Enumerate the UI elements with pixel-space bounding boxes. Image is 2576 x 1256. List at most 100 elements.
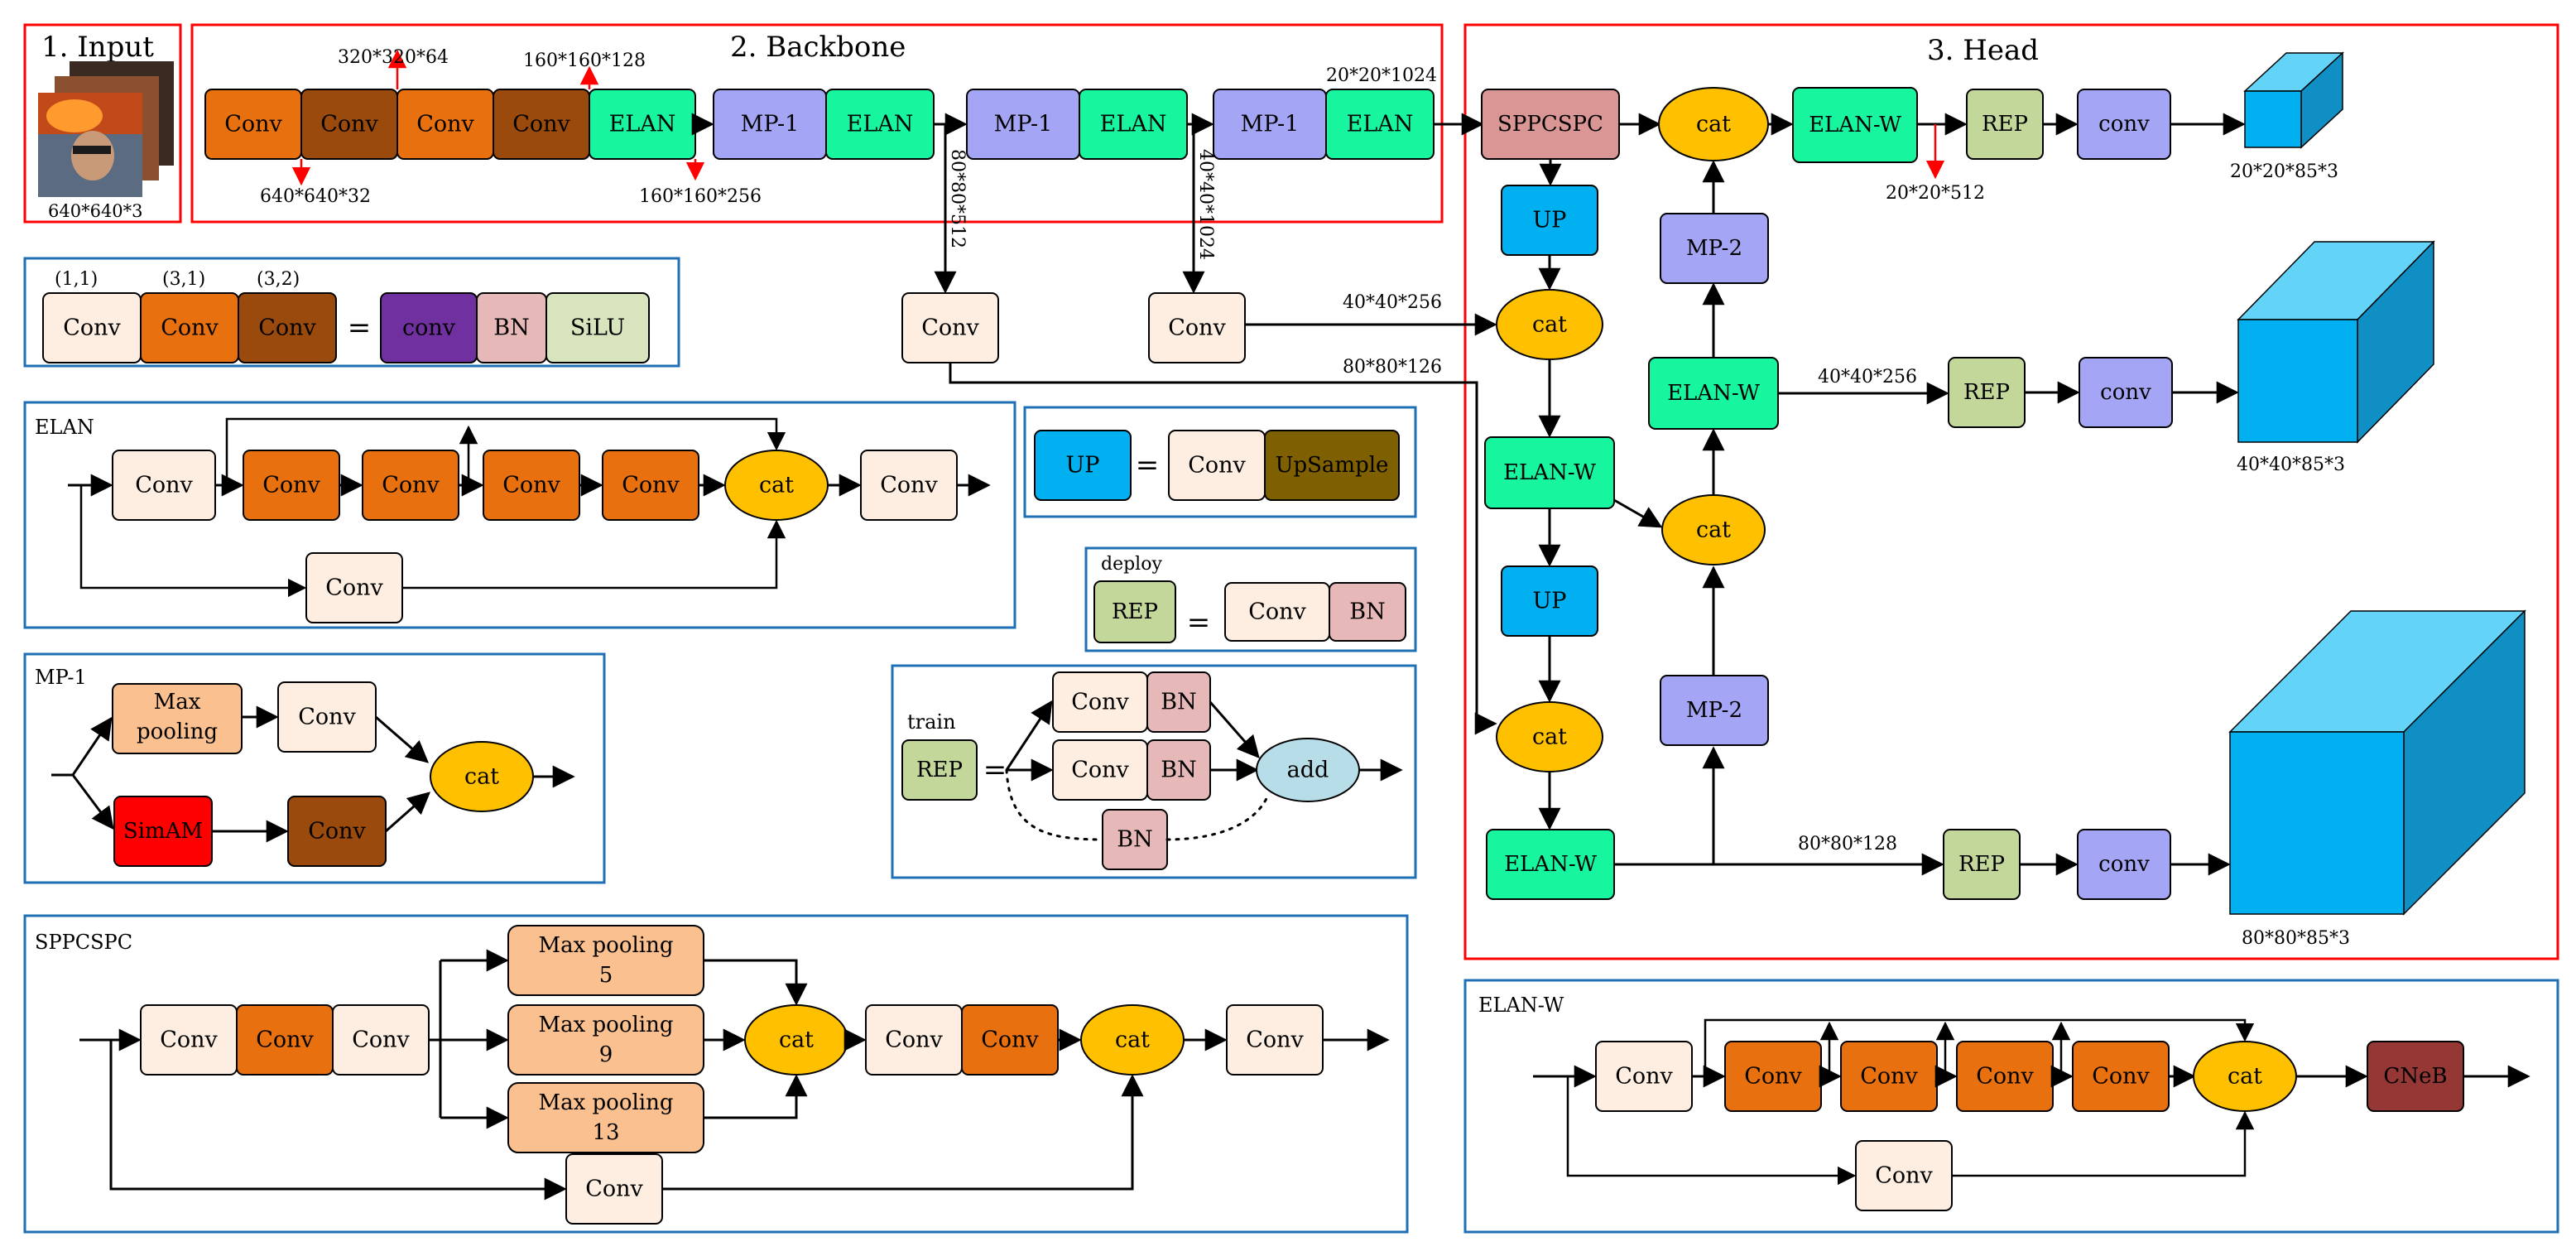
head-up-2: UP bbox=[1533, 589, 1567, 614]
head-up-1: UP bbox=[1533, 208, 1567, 233]
deploy-conv: Conv bbox=[1248, 599, 1306, 625]
bb-elan-4: ELAN bbox=[1347, 112, 1414, 137]
dim-40: 40*40*1024 bbox=[1195, 149, 1216, 260]
head-title: 3. Head bbox=[1927, 34, 2039, 67]
bb-conv-4: Conv bbox=[512, 112, 570, 137]
train-conv-1: Conv bbox=[1071, 690, 1129, 715]
elanw-legend-title: ELAN-W bbox=[1478, 994, 1564, 1017]
elan-cat: cat bbox=[759, 473, 794, 498]
spp-maxpool-9-size: 9 bbox=[599, 1042, 613, 1067]
head-cat-2: cat bbox=[1532, 312, 1567, 338]
spp-cat-1: cat bbox=[779, 1027, 814, 1053]
elanw-conv-3: Conv bbox=[1860, 1064, 1918, 1090]
input-frame: 1. Input 640*640*3 bbox=[23, 23, 182, 224]
mp1-maxpool-line1: Max bbox=[154, 690, 201, 715]
head-mp2-1: MP-2 bbox=[1686, 698, 1742, 723]
dim-160b: 160*160*256 bbox=[639, 186, 762, 207]
spp-cat-2: cat bbox=[1115, 1027, 1150, 1053]
rep-train-legend-frame bbox=[891, 664, 1417, 879]
up-legend-frame bbox=[1023, 406, 1417, 518]
legend-conv-purple: conv bbox=[402, 315, 456, 341]
train-conv-2: Conv bbox=[1071, 758, 1129, 783]
spp-maxpool-5-label: Max pooling bbox=[538, 933, 673, 958]
rep-deploy-legend: deploy REP = Conv BN bbox=[1093, 554, 1406, 643]
dim-40w: 40*40*256 bbox=[1818, 367, 1917, 387]
head-elanw-2: ELAN-W bbox=[1503, 460, 1596, 485]
deploy-bn: BN bbox=[1349, 599, 1385, 625]
elan-conv-2: Conv bbox=[262, 473, 320, 498]
bb-conv-80: Conv bbox=[921, 315, 979, 341]
bb-mp1-2: MP-1 bbox=[994, 112, 1053, 137]
spp-conv-5: Conv bbox=[981, 1027, 1039, 1053]
train-bn-1: BN bbox=[1161, 690, 1196, 715]
bb-conv-3: Conv bbox=[416, 112, 474, 137]
bb-conv-40: Conv bbox=[1168, 315, 1226, 341]
spp-conv-2: Conv bbox=[256, 1027, 314, 1053]
deploy-equals: = bbox=[1187, 606, 1211, 639]
head-elanw-1: ELAN-W bbox=[1809, 113, 1901, 137]
deploy-label: deploy bbox=[1101, 554, 1162, 575]
up-legend: UP = Conv UpSample bbox=[1034, 430, 1400, 501]
dim-80h: 80*80*126 bbox=[1343, 357, 1442, 378]
conv-32-label: (3,2) bbox=[257, 269, 300, 290]
dim-80w: 80*80*128 bbox=[1798, 834, 1897, 854]
elanw-conv-skip: Conv bbox=[1875, 1163, 1933, 1189]
elan-legend-frame bbox=[23, 401, 1016, 629]
dim-out20: 20*20*85*3 bbox=[2230, 161, 2338, 182]
bb-conv-1: Conv bbox=[224, 112, 282, 137]
dim-out40: 40*40*85*3 bbox=[2237, 455, 2345, 475]
bb-mp1-3: MP-1 bbox=[1241, 112, 1300, 137]
head-frame bbox=[1463, 23, 2559, 960]
mp1-simam: SimAM bbox=[123, 819, 203, 844]
train-equals: = bbox=[983, 753, 1007, 787]
head-conv-out-2: conv bbox=[2100, 380, 2151, 405]
elanw-cat: cat bbox=[2228, 1064, 2262, 1090]
legend-conv-orange: Conv bbox=[161, 315, 219, 341]
spp-maxpool-13-size: 13 bbox=[592, 1120, 619, 1145]
up-legend-up: UP bbox=[1066, 453, 1100, 479]
mp1-cat: cat bbox=[464, 764, 499, 790]
elan-conv-5: Conv bbox=[622, 473, 680, 498]
spp-maxpool-9-label: Max pooling bbox=[538, 1013, 673, 1037]
backbone-blocks: Conv Conv Conv Conv ELAN MP-1 ELAN MP-1 … bbox=[204, 47, 1484, 363]
input-size-label: 640*640*3 bbox=[48, 201, 143, 221]
head-blocks: SPPCSPC cat ELAN-W 20*20*512 REP conv 20… bbox=[949, 51, 2526, 949]
bb-mp1-1: MP-1 bbox=[741, 112, 800, 137]
dim-out80: 80*80*85*3 bbox=[2242, 928, 2350, 949]
dim-80: 80*80*512 bbox=[947, 149, 968, 248]
train-rep: REP bbox=[916, 758, 963, 782]
conv-31-label: (3,1) bbox=[162, 269, 205, 290]
head-rep-3: REP bbox=[1958, 852, 2005, 877]
backbone-title: 2. Backbone bbox=[730, 31, 906, 64]
bb-elan-1: ELAN bbox=[609, 112, 676, 137]
sppcspc-legend: SPPCSPC Conv Conv Conv Max pooling 5 Max… bbox=[35, 925, 1390, 1225]
legend-bn: BN bbox=[493, 315, 529, 341]
spp-conv-4: Conv bbox=[885, 1027, 943, 1053]
elan-legend-title: ELAN bbox=[35, 416, 94, 439]
spp-maxpool-5-size: 5 bbox=[599, 963, 613, 988]
mp1-legend-title: MP-1 bbox=[35, 666, 87, 689]
spp-maxpool-13-label: Max pooling bbox=[538, 1090, 673, 1115]
elanw-conv-2: Conv bbox=[1744, 1064, 1802, 1090]
elan-legend: ELAN Conv Conv Conv Conv Conv cat Conv C… bbox=[35, 416, 991, 623]
bb-elan-3: ELAN bbox=[1100, 112, 1167, 137]
head-elanw-4: ELAN-W bbox=[1667, 381, 1760, 406]
dim-640: 640*640*32 bbox=[260, 186, 371, 207]
conv-legend-frame bbox=[23, 257, 680, 368]
mp1-legend: MP-1 Max pooling Conv SimAM Conv cat bbox=[35, 666, 575, 867]
train-bn-2: BN bbox=[1161, 758, 1196, 783]
head-elanw-3: ELAN-W bbox=[1504, 852, 1597, 877]
spp-conv-6: Conv bbox=[1246, 1027, 1304, 1053]
head-rep-1: REP bbox=[1982, 112, 2028, 137]
elan-conv-1: Conv bbox=[135, 473, 193, 498]
head-cat-4: cat bbox=[1696, 517, 1731, 543]
elanw-legend-frame bbox=[1463, 979, 2559, 1234]
train-bn-3: BN bbox=[1117, 827, 1152, 853]
elan-conv-4: Conv bbox=[502, 473, 560, 498]
spp-conv-1: Conv bbox=[160, 1027, 218, 1053]
dim-160a: 160*160*128 bbox=[523, 51, 646, 71]
output-cube-80 bbox=[2228, 609, 2526, 916]
conv-legend: (1,1) (3,1) (3,2) Conv Conv Conv = conv … bbox=[42, 269, 650, 363]
elanw-cneb: CNeB bbox=[2383, 1064, 2447, 1089]
